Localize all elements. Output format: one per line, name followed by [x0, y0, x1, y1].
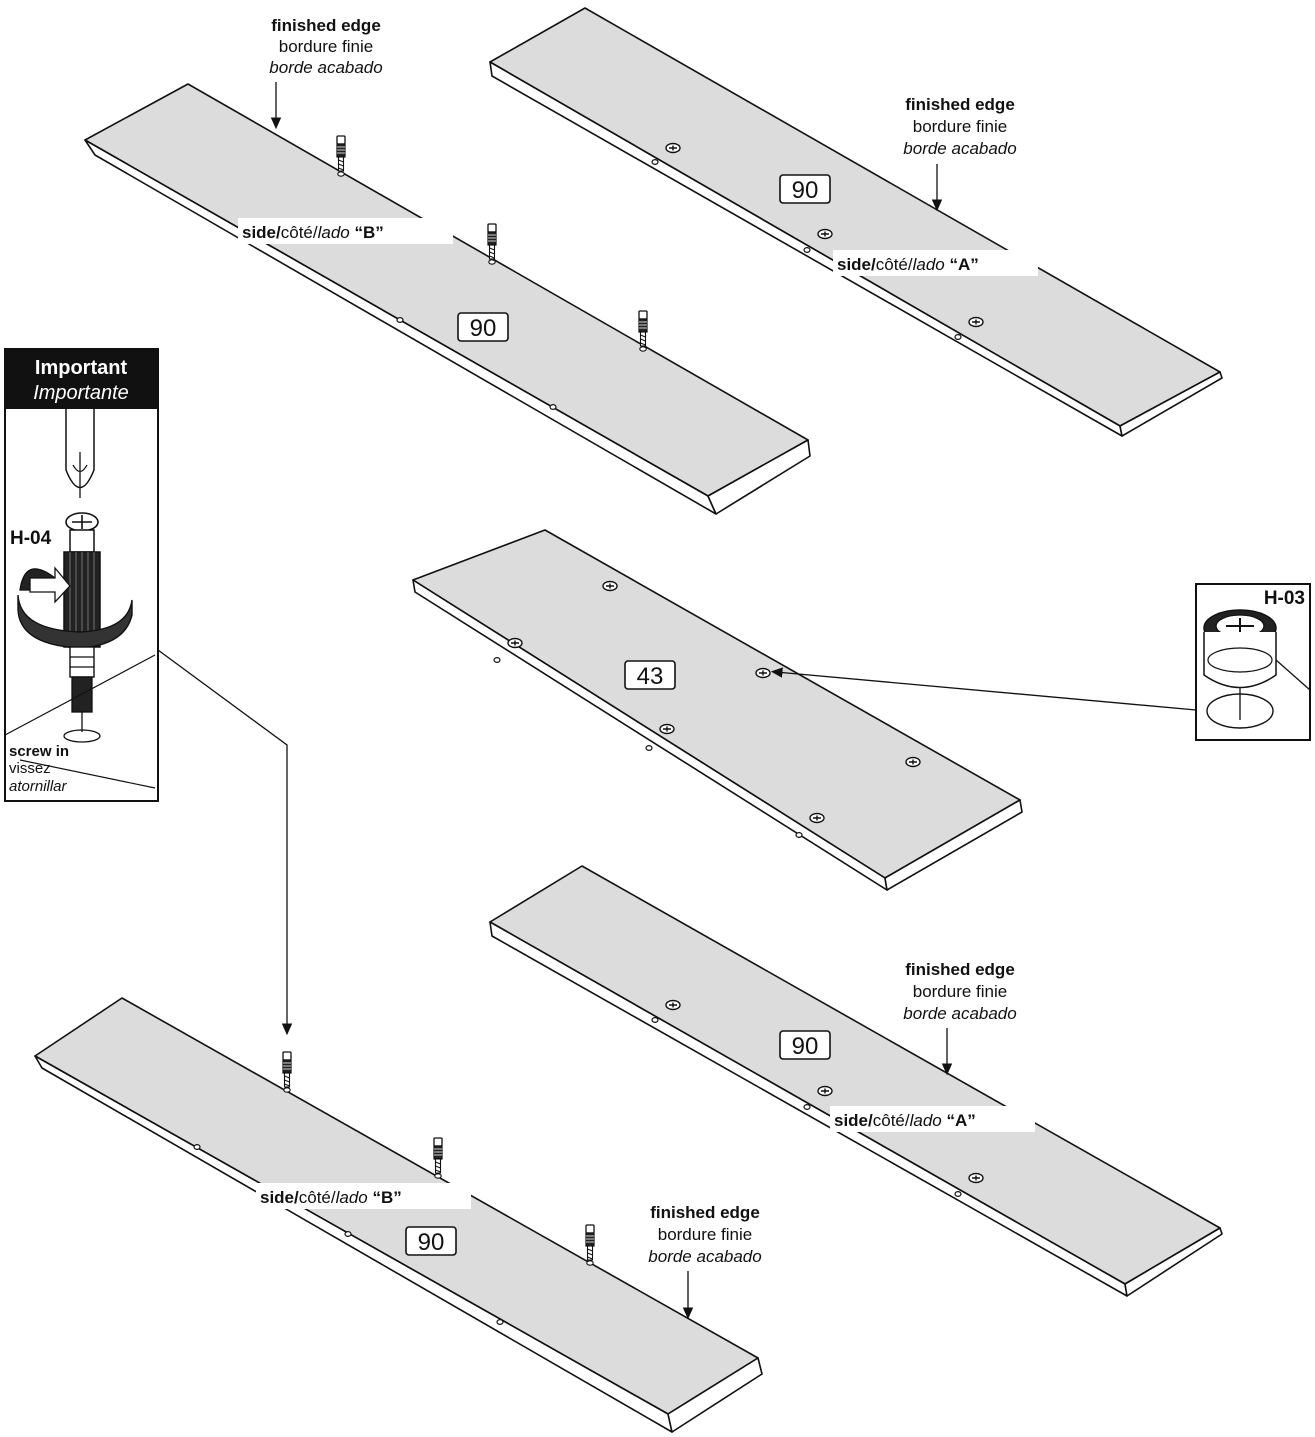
part-number-90-lower-right: 90	[792, 1033, 819, 1060]
bolt-icon	[487, 223, 497, 265]
panel-90-top-right	[489, 7, 1223, 437]
finished-edge-es: borde acabado	[269, 58, 382, 77]
cam-lock-icon	[665, 142, 681, 154]
cam-lock-icon	[968, 1172, 984, 1184]
cam-lock-icon	[659, 723, 675, 735]
side-label-b-top: side/côté/lado “B”	[242, 223, 384, 242]
finished-edge-en: finished edge	[650, 1203, 760, 1222]
finished-edge-en: finished edge	[271, 16, 381, 35]
part-number-90-top-right: 90	[792, 177, 819, 204]
finished-edge-es: borde acabado	[648, 1247, 761, 1266]
finished-edge-es: borde acabado	[903, 1004, 1016, 1023]
part-number-90-bottom-left: 90	[418, 1229, 445, 1256]
side-label-a-lower: side/côté/lado “A”	[834, 1111, 976, 1130]
finished-edge-en: finished edge	[905, 960, 1015, 979]
bolt-icon	[638, 310, 648, 352]
h03-label: H-03	[1264, 588, 1305, 609]
side-label-a-top: side/côté/lado “A”	[837, 255, 979, 274]
finished-edge-fr: bordure finie	[913, 117, 1008, 136]
screw-in-en: screw in	[9, 743, 69, 760]
bolt-icon	[585, 1224, 595, 1266]
important-subtitle: Importante	[33, 382, 129, 404]
finished-edge-fr: bordure finie	[658, 1225, 753, 1244]
panel-43-middle	[412, 529, 1023, 891]
cam-lock-icon	[809, 812, 825, 824]
bolt-icon	[433, 1137, 443, 1179]
cam-lock-icon	[817, 228, 833, 240]
finished-edge-en: finished edge	[905, 95, 1015, 114]
cam-lock-icon	[817, 1085, 833, 1097]
screw-in-fr: vissez	[9, 760, 51, 777]
cam-lock-icon	[507, 637, 523, 649]
bolt-icon	[336, 135, 346, 177]
cam-lock-icon	[665, 999, 681, 1011]
bolt-icon	[282, 1051, 292, 1093]
part-number-90-top-left: 90	[470, 315, 497, 342]
finished-edge-es: borde acabado	[903, 139, 1016, 158]
h04-label: H-04	[10, 528, 52, 549]
panel-90-lower-right	[489, 865, 1223, 1297]
cam-lock-icon	[755, 667, 771, 679]
side-label-b-bottom: side/côté/lado “B”	[260, 1188, 402, 1207]
cam-lock-icon	[602, 580, 618, 592]
finished-edge-fr: bordure finie	[913, 982, 1008, 1001]
h03-inset: H-03	[1195, 583, 1311, 741]
screw-in-es: atornillar	[9, 778, 68, 795]
important-title: Important	[35, 357, 128, 379]
part-number-43: 43	[637, 663, 664, 690]
cam-lock-icon	[905, 756, 921, 768]
finished-edge-fr: bordure finie	[279, 37, 374, 56]
cam-lock-icon	[968, 316, 984, 328]
important-callout: Important Importante H-04 screw in visse…	[4, 348, 159, 802]
